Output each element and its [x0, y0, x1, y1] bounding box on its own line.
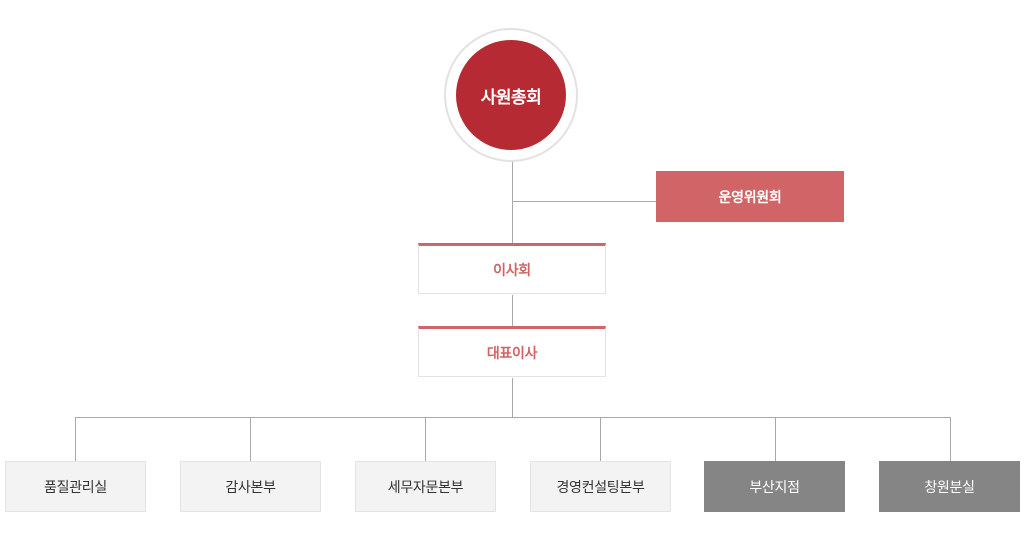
connector-ceo-to-bus: [512, 378, 513, 417]
committee-label: 운영위원회: [718, 189, 782, 206]
connector-dept-1: [75, 417, 76, 461]
node-ceo: 대표이사: [418, 326, 606, 377]
dept-changwon-office: 창원분실: [879, 461, 1020, 512]
connector-dept-6: [950, 417, 951, 461]
node-board-of-directors: 이사회: [418, 243, 606, 294]
top-node-label: 사원총회: [480, 87, 542, 108]
connector-dept-3: [425, 417, 426, 461]
dept-label: 창원분실: [924, 479, 975, 496]
dept-label: 세무자문본부: [387, 479, 464, 496]
dept-tax-advisory: 세무자문본부: [355, 461, 496, 512]
dept-quality-management: 품질관리실: [5, 461, 146, 512]
dept-audit: 감사본부: [180, 461, 321, 512]
connector-board-to-ceo: [512, 295, 513, 326]
connector-dept-4: [600, 417, 601, 461]
dept-busan-branch: 부산지점: [704, 461, 845, 512]
connector-dept-2: [250, 417, 251, 461]
connector-top-to-board: [512, 162, 513, 244]
top-node-general-meeting: 사원총회: [456, 40, 566, 150]
dept-label: 감사본부: [225, 479, 276, 496]
dept-label: 부산지점: [749, 479, 800, 496]
board-label: 이사회: [493, 262, 531, 279]
dept-label: 품질관리실: [44, 479, 107, 496]
dept-management-consulting: 경영컨설팅본부: [530, 461, 671, 512]
node-operating-committee: 운영위원회: [656, 171, 844, 222]
dept-label: 경영컨설팅본부: [556, 479, 645, 496]
connector-department-bus: [75, 417, 950, 418]
connector-to-committee: [512, 201, 656, 202]
ceo-label: 대표이사: [486, 345, 538, 362]
connector-dept-5: [775, 417, 776, 461]
